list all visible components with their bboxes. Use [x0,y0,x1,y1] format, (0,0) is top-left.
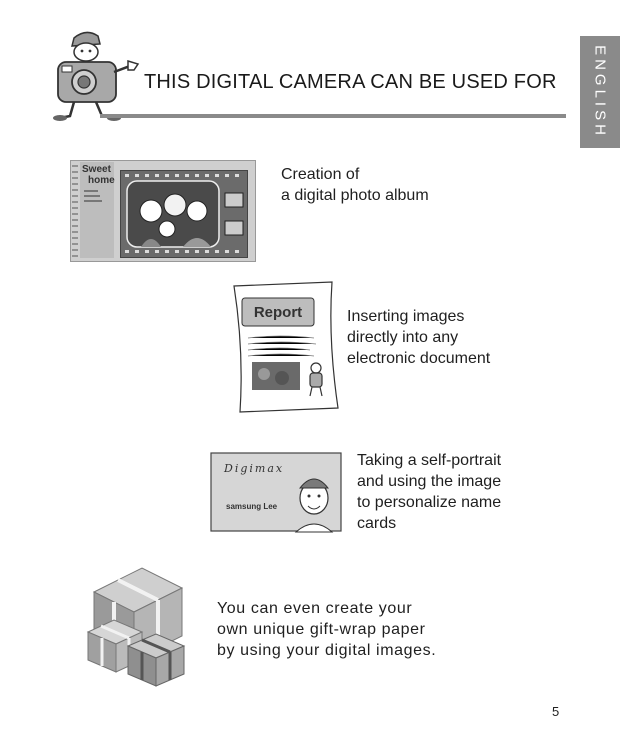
album-menu-lines [84,189,106,207]
album-sidebar [80,162,114,258]
page-title: THIS DIGITAL CAMERA CAN BE USED FOR [144,71,557,93]
feature-text-line: by using your digital images. [217,642,437,659]
header-divider [100,114,566,118]
feature-gift-wrap-text: You can even create your own unique gift… [217,598,439,661]
feature-name-card-text: Taking a self-portrait and using the ima… [357,450,557,534]
feature-text-line: cards [357,515,397,532]
feature-text-line: own unique gift-wrap paper [217,621,426,638]
language-tab: ENGLISH [580,36,620,148]
feature-text-line: You can even create your [217,600,413,617]
spiral-binding-icon [72,165,78,257]
feature-text-line: Creation of [281,166,360,183]
report-label: Report [253,304,303,321]
card-brand: Digimax [224,462,285,475]
feature-text-line: a digital photo album [281,187,429,204]
feature-text-line: directly into any [347,329,459,346]
album-title: Sweet home [82,164,115,186]
album-title-home: home [88,175,115,186]
family-photo [120,170,248,258]
report-document-icon: Report [230,280,340,414]
feature-text-line: Taking a self-portrait [357,452,502,469]
photo-album-icon: Sweet home [70,160,256,262]
camera-mascot-icon [48,28,140,124]
feature-text-line: Inserting images [347,308,465,325]
feature-text-line: to personalize name [357,494,502,511]
feature-text-line: electronic document [347,350,491,367]
name-card-icon: Digimax samsung Lee [210,452,344,534]
feature-text-line: and using the image [357,473,502,490]
language-tab-label: ENGLISH [591,45,609,139]
album-title-sweet: Sweet [82,164,111,175]
gift-boxes-icon [84,560,214,690]
feature-document-text: Inserting images directly into any elect… [347,306,547,369]
page-number: 5 [552,704,560,719]
feature-photo-album-text: Creation of a digital photo album [281,164,481,206]
card-name: samsung Lee [226,502,278,511]
